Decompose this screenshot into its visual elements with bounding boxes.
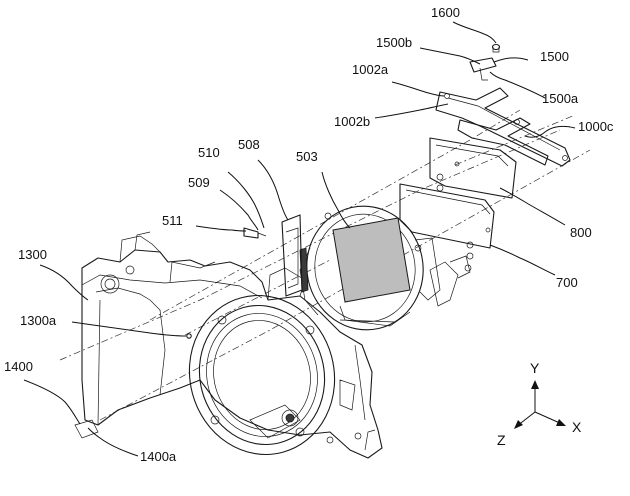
label-700: 700 [556,275,578,290]
sensor-holder [299,205,471,331]
plate-700 [399,183,495,272]
label-1500a: 1500a [542,91,579,106]
part-1500 [469,57,497,81]
screw-part [243,227,267,239]
pin-1600 [491,43,501,53]
label-509: 509 [188,175,210,190]
label-1300a: 1300a [20,313,57,328]
plate-1000 [435,87,571,167]
label-1400: 1400 [4,359,33,374]
label-510: 510 [198,145,220,160]
label-511: 511 [162,213,183,228]
axis-label-x: X [572,419,582,435]
label-1000c: 1000c [578,119,614,134]
plate-800 [429,137,517,199]
label-1500: 1500 [540,49,569,64]
label-508: 508 [238,137,260,152]
leader-lines [23,21,576,457]
axis-label-y: Y [530,360,540,376]
lens-mount-ring [188,294,336,456]
bracket-part [281,214,303,297]
label-1400a: 1400a [140,449,177,464]
axis-label-z: Z [497,432,506,448]
camera-body-frame [74,231,383,459]
label-1002b: 1002b [334,114,371,129]
label-1002a: 1002a [352,62,389,77]
label-800: 800 [570,225,592,240]
label-1300: 1300 [18,247,47,262]
label-1500b: 1500b [376,35,413,50]
coordinate-axes [514,380,566,429]
label-1600: 1600 [431,5,460,20]
label-503: 503 [296,149,318,164]
